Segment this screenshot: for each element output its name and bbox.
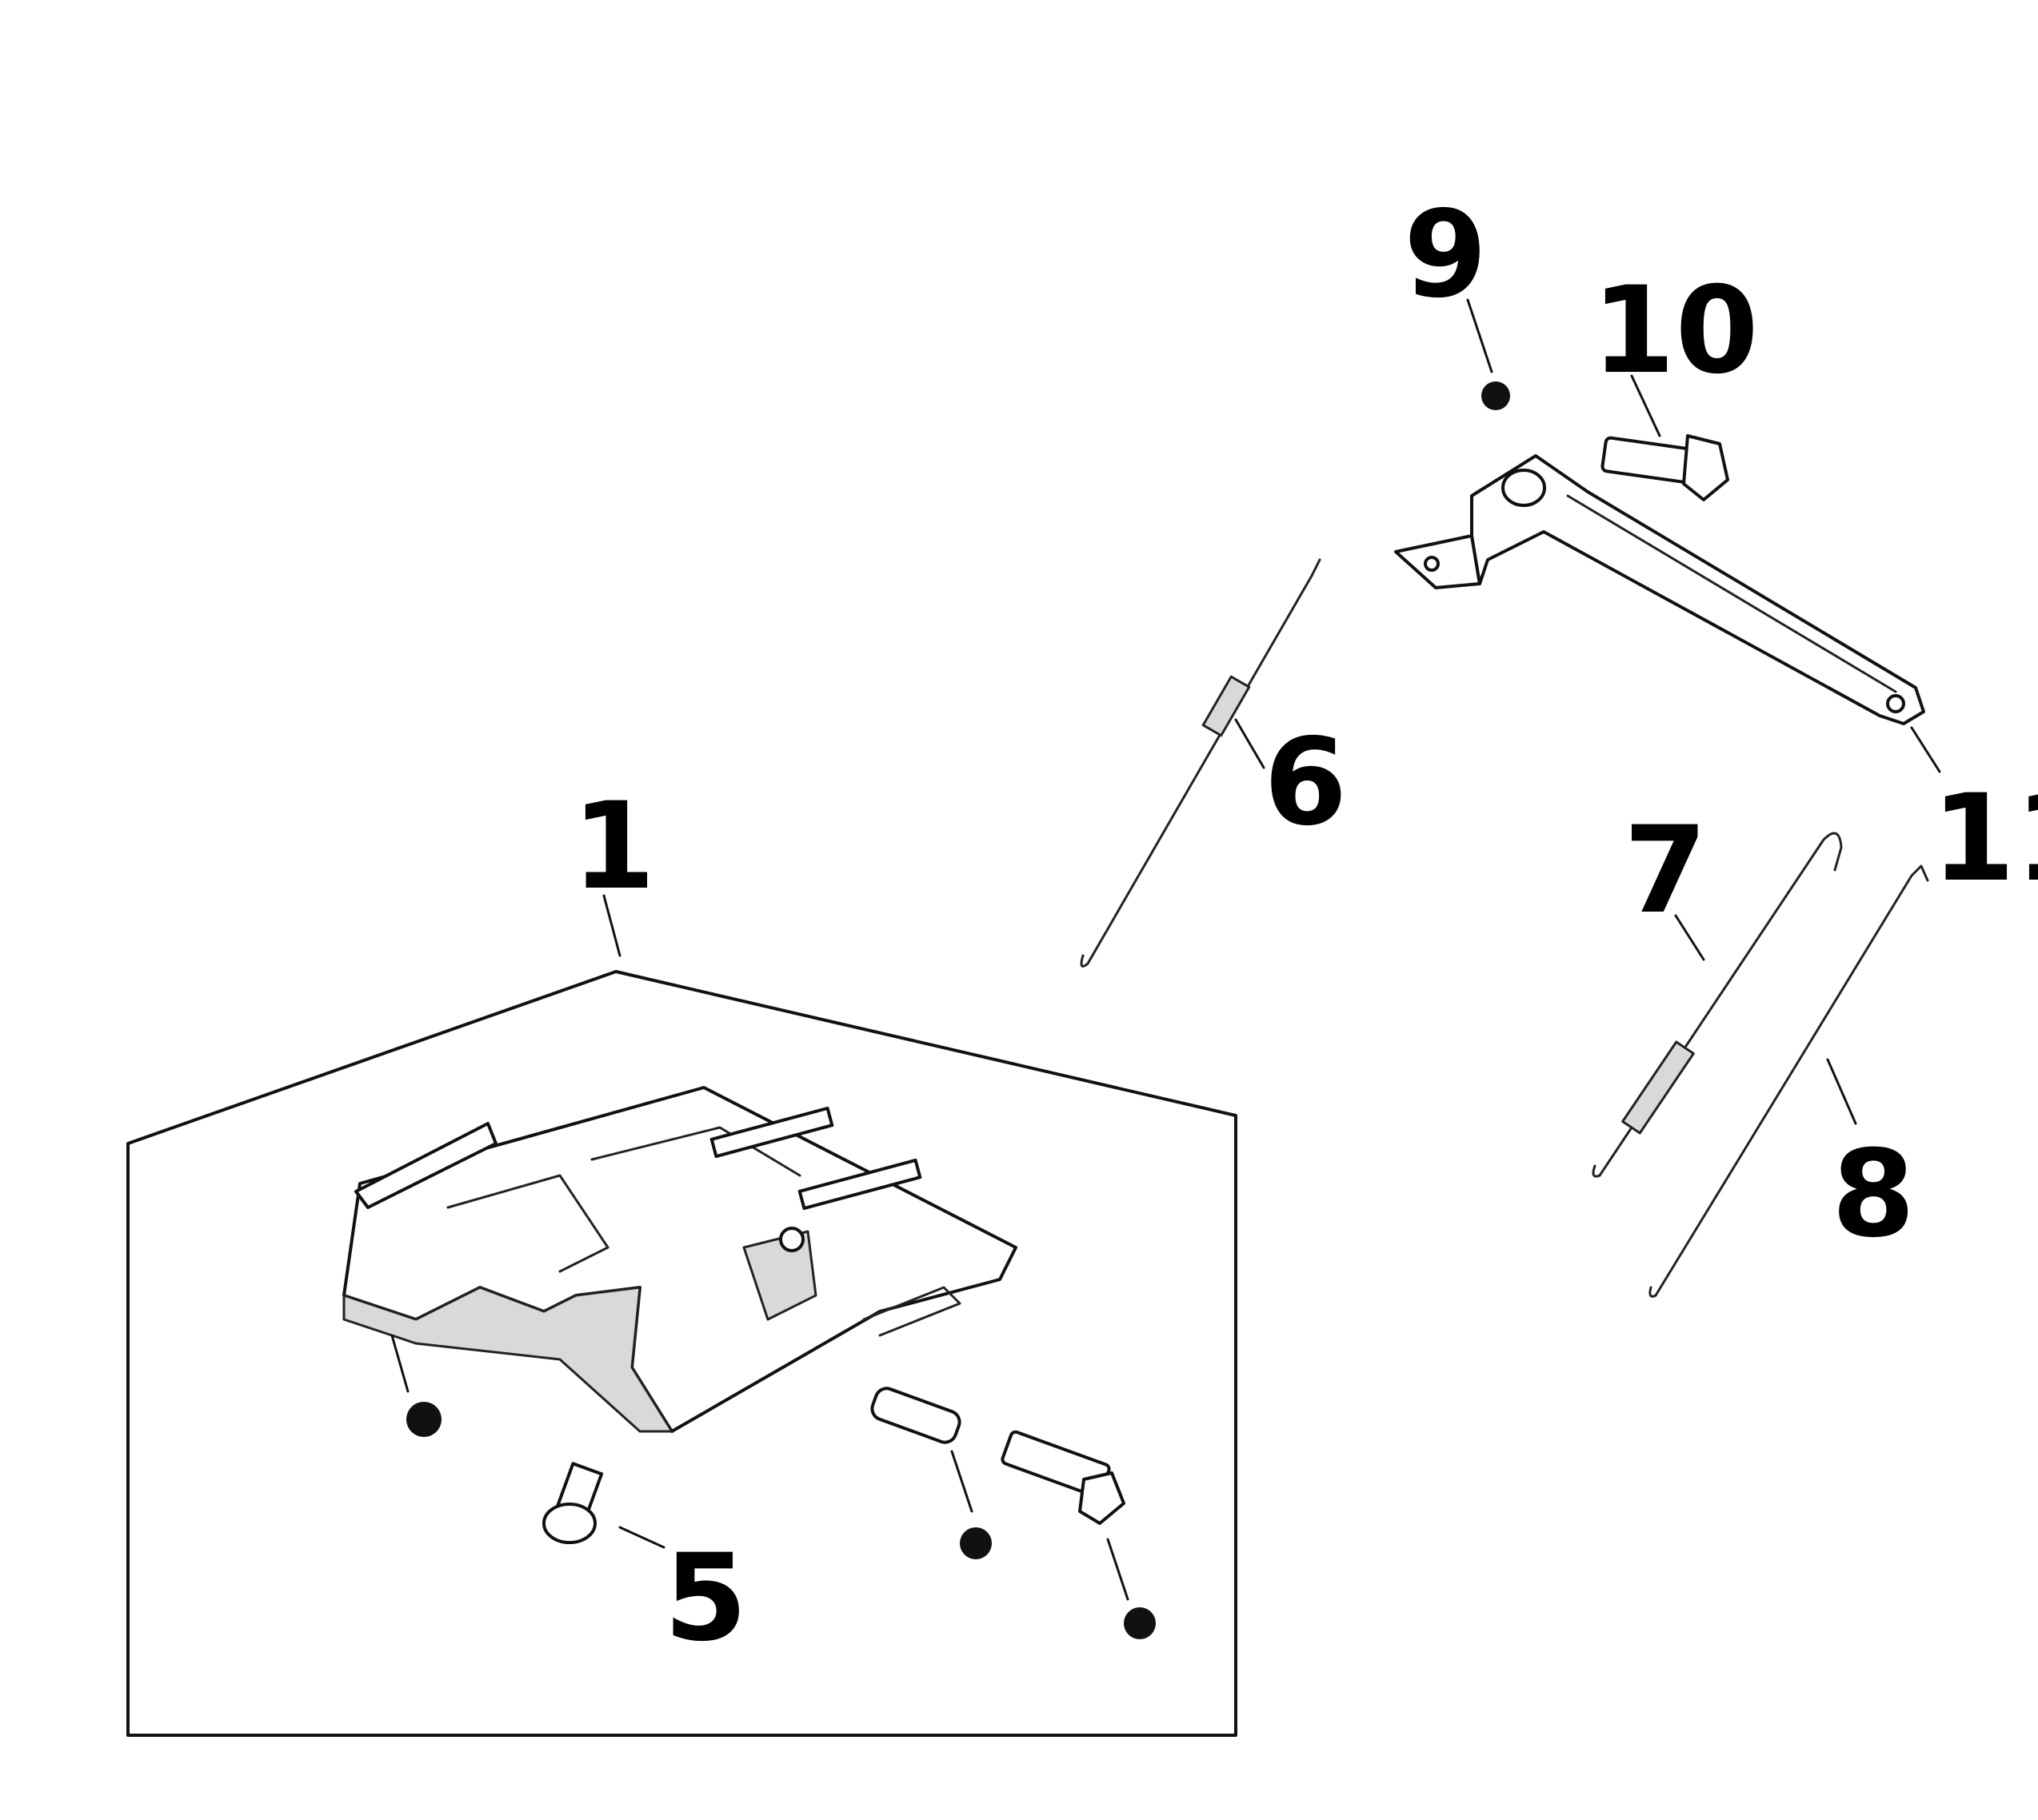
nut-mid	[960, 1527, 992, 1559]
rod-7	[1592, 832, 1843, 1178]
nut-left	[406, 1402, 442, 1437]
lever-bracket	[1394, 454, 1925, 725]
callout-5: 5	[664, 1529, 747, 1668]
callout-10: 10	[1592, 261, 1759, 401]
callout-8: 8	[1832, 1125, 1915, 1264]
rod-8	[1648, 864, 1929, 1298]
inset-hardware	[390, 1334, 1156, 1639]
callout-7: 7	[1624, 801, 1707, 940]
cable-6	[1080, 558, 1321, 968]
inset-frame	[126, 970, 1237, 1737]
nut-9	[1481, 381, 1510, 410]
nut-right	[1124, 1607, 1156, 1639]
callout-6: 6	[1264, 713, 1347, 852]
bolt-10	[1600, 434, 1729, 501]
pin	[870, 1387, 961, 1444]
cover-housing	[342, 1086, 1017, 1433]
bolt-right	[1001, 1430, 1125, 1525]
callout-9: 9	[1404, 186, 1487, 325]
callout-1: 1	[572, 777, 655, 916]
bolt-5	[542, 1462, 604, 1544]
callout-11: 11	[1932, 769, 2038, 908]
